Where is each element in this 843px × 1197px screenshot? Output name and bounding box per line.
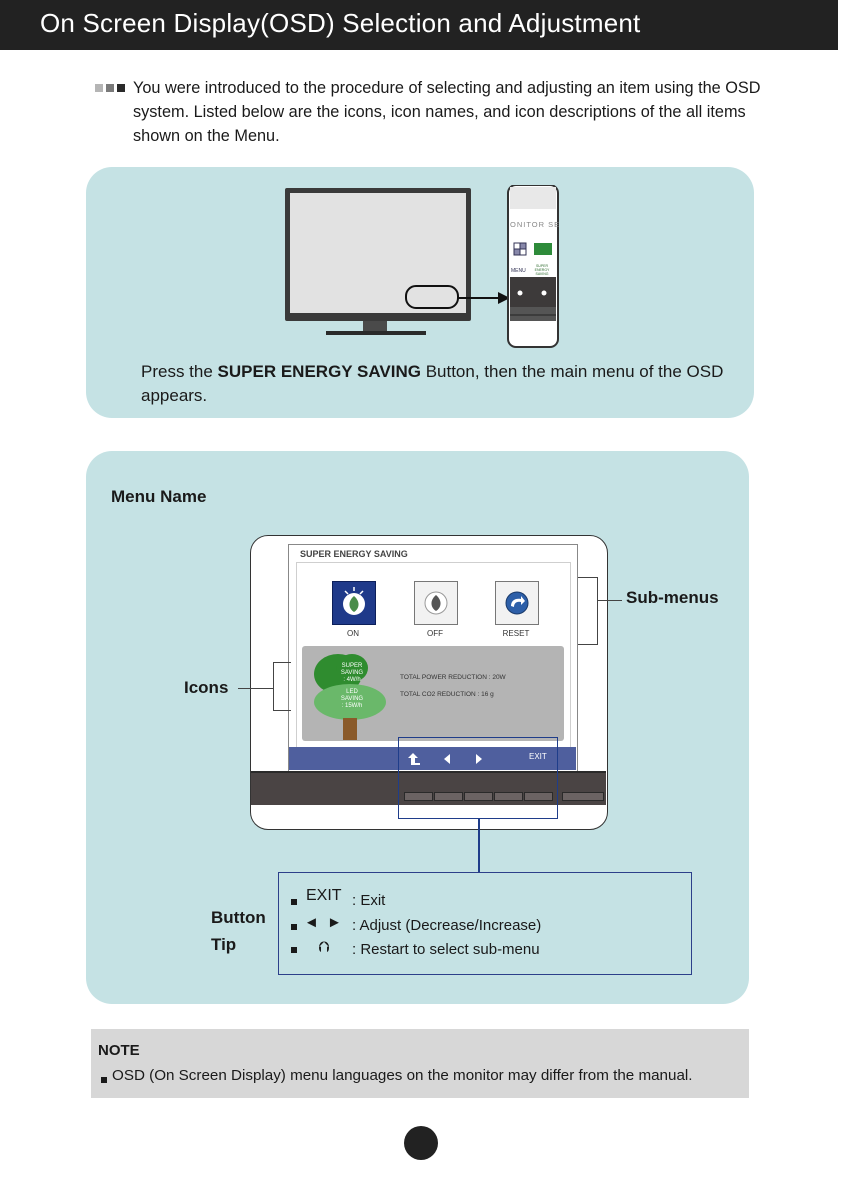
right-arrow-icon (476, 754, 482, 764)
leaf-on-icon (343, 587, 365, 615)
note-text: OSD (On Screen Display) menu languages o… (112, 1067, 693, 1084)
osd-option-reset[interactable] (495, 581, 539, 625)
saving-tree-icon (314, 654, 386, 740)
button-tip-label: Button Tip (211, 908, 266, 954)
callout-arrow-head (498, 292, 510, 304)
mini-menu-label: MENU (511, 268, 526, 274)
bezel-button[interactable] (494, 792, 523, 801)
page-header (0, 0, 843, 50)
zoom-bezel (510, 277, 556, 307)
tip-bullet (291, 899, 297, 905)
note-box (91, 1029, 749, 1098)
press-instruction: Press the SUPER ENERGY SAVING Button, th… (141, 362, 724, 405)
tip-restart-key: ⮉ (318, 939, 330, 956)
osd-option-off-label: OFF (427, 629, 443, 638)
tip-bullet (291, 947, 297, 953)
icons-bracket-bottom (273, 710, 291, 711)
osd-menu-title: SUPER ENERGY SAVING (300, 549, 408, 559)
icons-bracket-side (273, 662, 274, 711)
page-title: On Screen Display(OSD) Selection and Adj… (40, 8, 641, 38)
return-arrow-icon (408, 753, 420, 765)
tip-adjust-desc: : Adjust (Decrease/Increase) (352, 917, 542, 934)
button-tip-leader (478, 818, 480, 872)
osd-button-bar (289, 747, 576, 770)
tip-exit-key: EXIT (306, 887, 342, 904)
icons-label: Icons (184, 678, 229, 697)
tip-restart-desc: : Restart to select sub-menu (352, 941, 540, 958)
menu-name-label: Menu Name (111, 487, 207, 506)
osd-option-reset-label: RESET (502, 629, 530, 638)
osd-option-on[interactable] (332, 581, 376, 625)
page-number-circle (404, 1126, 438, 1160)
submenu-bracket-side (597, 577, 598, 645)
bezel-power-button[interactable] (562, 792, 604, 801)
left-arrow-icon (444, 754, 450, 764)
tip-bullet (291, 924, 297, 930)
monitor-base (326, 331, 426, 335)
icons-bracket-top (273, 662, 291, 663)
bezel-button[interactable] (464, 792, 493, 801)
total-power-reduction: TOTAL POWER REDUCTION : 20W (400, 674, 506, 681)
total-co2-reduction: TOTAL CO2 REDUCTION : 16 g (400, 691, 494, 698)
osd-option-on-label: ON (347, 629, 359, 638)
section-bullets (95, 84, 135, 94)
osd-bar-icons (408, 753, 482, 765)
leaf-off-icon (424, 591, 448, 615)
bezel-button[interactable] (404, 792, 433, 801)
submenu-leader (598, 600, 622, 601)
mini-monitor-setup: ONITOR SE (510, 220, 561, 229)
osd-exit-label[interactable]: EXIT (529, 752, 547, 761)
icons-leader (238, 688, 273, 689)
zoom-bottom (510, 307, 556, 321)
zoom-top (510, 187, 556, 209)
button-tip-box (278, 872, 692, 975)
bezel-button[interactable] (524, 792, 553, 801)
submenu-bracket-top (578, 577, 598, 578)
intro-paragraph: You were introduced to the procedure of … (133, 79, 761, 145)
bezel-button[interactable] (434, 792, 463, 801)
mini-ses-label: SUPER ENERGY SAVING (534, 264, 550, 276)
sub-menus-label: Sub-menus (626, 588, 719, 607)
tip-exit-desc: : Exit (352, 892, 386, 909)
note-bullet (101, 1077, 107, 1083)
reset-arrow-icon (505, 591, 529, 615)
header-edge (838, 0, 843, 50)
button-area-callout (398, 737, 558, 819)
monitor-illustration (285, 185, 559, 348)
submenu-bracket-bottom (578, 644, 598, 645)
tip-adjust-key: ◄ ► (304, 914, 344, 931)
monitor-screen (290, 193, 466, 313)
monitor-neck (363, 321, 387, 331)
note-title: NOTE (98, 1042, 140, 1059)
ses-icon (534, 243, 552, 255)
osd-option-off[interactable] (414, 581, 458, 625)
